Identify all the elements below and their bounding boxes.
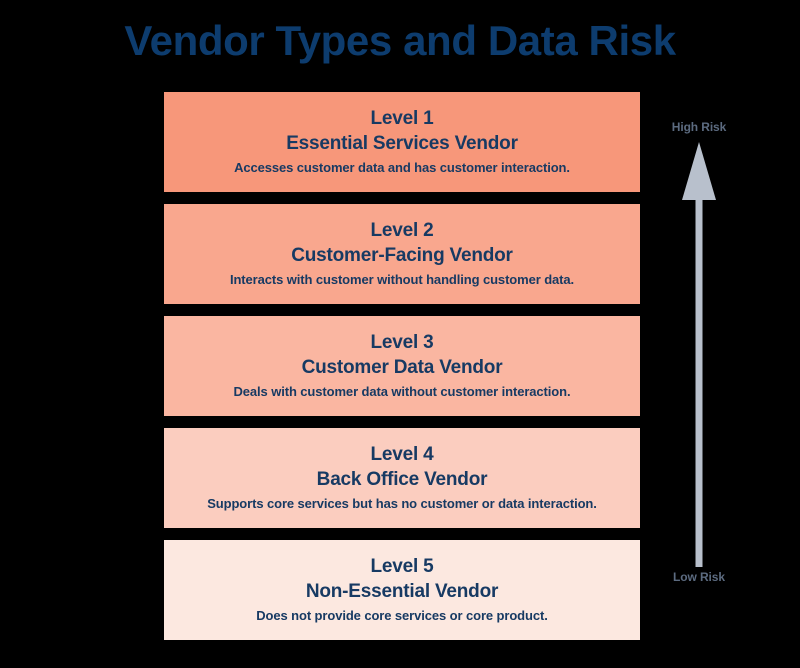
level-band-1-name: Essential Services Vendor	[286, 133, 518, 155]
level-band-5: Level 5 Non-Essential Vendor Does not pr…	[164, 540, 640, 640]
level-band-5-name: Non-Essential Vendor	[305, 581, 499, 603]
risk-axis: High Risk Low Risk	[640, 92, 800, 640]
level-band-2-number: Level 2	[370, 220, 434, 242]
risk-arrow-up-icon	[682, 142, 716, 567]
level-band-3-number: Level 3	[370, 332, 434, 354]
level-band-4-number: Level 4	[370, 444, 434, 466]
low-risk-label: Low Risk	[673, 570, 725, 584]
level-band-5-number: Level 5	[370, 556, 434, 578]
level-band-4: Level 4 Back Office Vendor Supports core…	[164, 428, 640, 528]
high-risk-label: High Risk	[671, 120, 727, 134]
page-title: Vendor Types and Data Risk	[124, 17, 676, 64]
level-band-1-description: Accesses customer data and has customer …	[234, 159, 570, 175]
level-band-2-name: Customer-Facing Vendor	[291, 245, 513, 267]
level-band-2: Level 2 Customer-Facing Vendor Interacts…	[164, 204, 640, 304]
level-band-1-number: Level 1	[370, 108, 434, 130]
level-band-3-name: Customer Data Vendor	[301, 357, 503, 379]
level-band-2-description: Interacts with customer without handling…	[229, 271, 575, 287]
level-band-3: Level 3 Customer Data Vendor Deals with …	[164, 316, 640, 416]
level-band-1: Level 1 Essential Services Vendor Access…	[164, 92, 640, 192]
level-band-4-name: Back Office Vendor	[316, 469, 488, 491]
level-band-3-description: Deals with customer data without custome…	[233, 383, 571, 399]
level-band-5-description: Does not provide core services or core p…	[256, 607, 548, 623]
vendor-level-stack: Level 1 Essential Services Vendor Access…	[164, 92, 640, 640]
level-band-4-description: Supports core services but has no custom…	[207, 495, 597, 511]
